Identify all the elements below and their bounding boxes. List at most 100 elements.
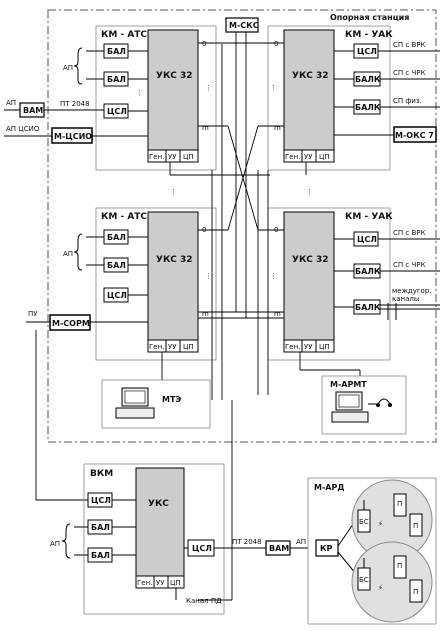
gen-vkm-label: Ген. [137, 579, 152, 587]
p-1a [393, 493, 407, 517]
radio-2-icon: ⚡ [378, 584, 383, 592]
station-label: Опорная станция [330, 13, 409, 22]
m-sks-box [225, 17, 259, 33]
ap-tl-label: АП [63, 64, 73, 72]
km-uak-top-title: КМ - УАК [345, 30, 393, 40]
sp-chrk-bottom: СП с ЧРК [393, 261, 425, 269]
cp-bl [179, 339, 199, 353]
bs-1-label: БС [359, 518, 369, 526]
radio-1-icon: ⚡ [378, 520, 383, 528]
pt2048-top: ПТ 2048 [60, 100, 90, 108]
switching-links [35, 32, 361, 601]
cp-tr [315, 149, 335, 163]
kanaly-label: каналы [392, 295, 419, 303]
station-frame [47, 9, 437, 443]
p-1a-label: П [397, 500, 402, 508]
cp-tr-label: ЦП [319, 153, 330, 161]
uu-br-label: УУ [304, 343, 313, 351]
port-m-bl: m [202, 310, 209, 318]
m-sorm-label: М-СОРМ [52, 319, 90, 328]
ap-vam-label: АП [6, 99, 16, 107]
vdots-mid-l: ⋮ [170, 188, 177, 196]
sp-vrk-top: СП с ВРК [393, 41, 425, 49]
csl-tr-label: ЦСЛ [357, 47, 377, 56]
uks32-top-left-label: УКС 32 [156, 71, 193, 81]
vdots-mid-r: ⋮ [306, 188, 313, 196]
uks32-bottom-right [283, 211, 335, 341]
uks32-bottom-right-label: УКС 32 [292, 255, 329, 265]
uks32-top-right-label: УКС 32 [292, 71, 329, 81]
ap-bl-label: АП [63, 250, 73, 258]
vam-bottom-label: ВАМ [269, 544, 289, 553]
m-csio-label: М-ЦСИО [54, 132, 92, 141]
cp-br-label: ЦП [319, 343, 330, 351]
km-uak-top-frame [267, 25, 391, 171]
uks-vkm-label: УКС [148, 499, 169, 509]
kr-label: КР [320, 544, 333, 553]
bal-tl-1-label: БАЛ [107, 47, 126, 56]
ap-bottom-label: АП [296, 538, 306, 546]
port-zero-tr: 0 [274, 40, 278, 48]
m-armt-computer-icon [331, 391, 369, 423]
uu-tr-label: УУ [304, 153, 313, 161]
csl-vkm-left-label: ЦСЛ [91, 496, 111, 505]
gen-tr-label: Ген. [285, 153, 300, 161]
cp-tl [179, 149, 199, 163]
bal-bl-2-label: БАЛ [107, 261, 126, 270]
balk-tr-2-label: БАЛК [355, 103, 381, 112]
port-m-br: m [274, 310, 281, 318]
p-2b-label: П [413, 588, 418, 596]
ap-csio-label: АП ЦСИО [6, 125, 40, 133]
sp-vrk-bottom: СП с ВРК [393, 229, 425, 237]
mte-label: МТЭ [162, 395, 181, 404]
sp-fiz-top: СП физ. [393, 97, 422, 105]
p-1b-label: П [413, 522, 418, 530]
vdots-tr: ⋮ [270, 84, 277, 92]
uks32-bottom-left-label: УКС 32 [156, 255, 193, 265]
vkm-frame [83, 463, 225, 615]
uu-tl-label: УУ [168, 153, 177, 161]
cp-vkm-label: ЦП [170, 579, 181, 587]
bal-vkm-2-label: БАЛ [91, 551, 110, 560]
mte-computer-icon [115, 387, 155, 419]
km-ats-top-frame [95, 25, 217, 171]
m-ard-label: М-АРД [314, 483, 344, 492]
csl-tl-label: ЦСЛ [107, 107, 127, 116]
port-m-tl: m [202, 124, 209, 132]
balk-br-1-label: БАЛК [355, 267, 381, 276]
pu-label: ПУ [28, 310, 38, 318]
km-uak-bottom-title: КМ - УАК [345, 212, 393, 222]
m-sks-label: М-СКС [229, 21, 259, 30]
csl-vkm-right-label: ЦСЛ [192, 544, 212, 553]
p-2a-label: П [397, 562, 402, 570]
gen-tl-label: Ген. [149, 153, 164, 161]
kanal-pd-label: Канал ПД [186, 597, 222, 605]
vdots-br: ⋮ [270, 272, 277, 280]
p-2a [393, 555, 407, 579]
p-1b [409, 513, 423, 537]
p-2b [409, 579, 423, 603]
ap-vkm-label: АП [50, 540, 60, 548]
balk-tr-1-label: БАЛК [355, 75, 381, 84]
uks32-top-right [283, 29, 335, 151]
cp-br [315, 339, 335, 353]
port-zero-tl: 0 [202, 40, 206, 48]
km-ats-bottom-title: КМ - АТС [101, 212, 147, 222]
vkm-title: ВКМ [90, 469, 113, 479]
csl-bl-label: ЦСЛ [107, 291, 127, 300]
csl-br-label: ЦСЛ [357, 235, 377, 244]
cp-bl-label: ЦП [183, 343, 194, 351]
bal-vkm-1-label: БАЛ [91, 523, 110, 532]
uu-vkm-label: УУ [156, 579, 165, 587]
port-m-tr: m [274, 124, 281, 132]
vdots-tl-r: ⋮ [205, 84, 212, 92]
bal-bl-1-label: БАЛ [107, 233, 126, 242]
gen-bl-label: Ген. [149, 343, 164, 351]
balk-br-2-label: БАЛК [355, 303, 381, 312]
bal-tl-2-label: БАЛ [107, 75, 126, 84]
bs-2-label: БС [359, 576, 369, 584]
mte-frame [101, 379, 211, 429]
sp-chrk-top: СП с ЧРК [393, 69, 425, 77]
